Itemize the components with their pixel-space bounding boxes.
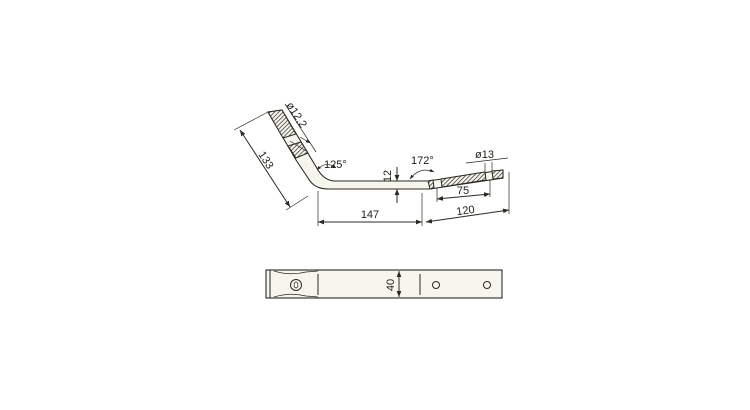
bracket-top-outline <box>265 269 503 299</box>
side-view: 133 ø12,2 125° 12 172° 147 ø13 75 <box>233 100 510 226</box>
dim-angle-172: 172° <box>411 155 434 167</box>
hole-end-1 <box>432 281 440 289</box>
end-hatched-section <box>427 179 435 190</box>
dim-133: 133 <box>255 149 275 171</box>
top-view: 40 <box>265 269 503 299</box>
dim-angle-125: 125° <box>324 159 347 171</box>
end-hatched-section-2 <box>440 171 487 188</box>
dim-147: 147 <box>361 209 379 221</box>
dim-75: 75 <box>457 185 469 197</box>
hole-end-2 <box>483 281 491 289</box>
arm-hatched-section-2 <box>287 141 309 159</box>
hole-arm <box>290 279 302 291</box>
dim-diameter-13: ø13 <box>475 149 494 161</box>
dim-thickness-12: 12 <box>382 170 394 182</box>
dim-width-40: 40 <box>385 279 397 291</box>
dim-120: 120 <box>456 204 476 218</box>
end-hatched-section-3 <box>491 169 504 180</box>
